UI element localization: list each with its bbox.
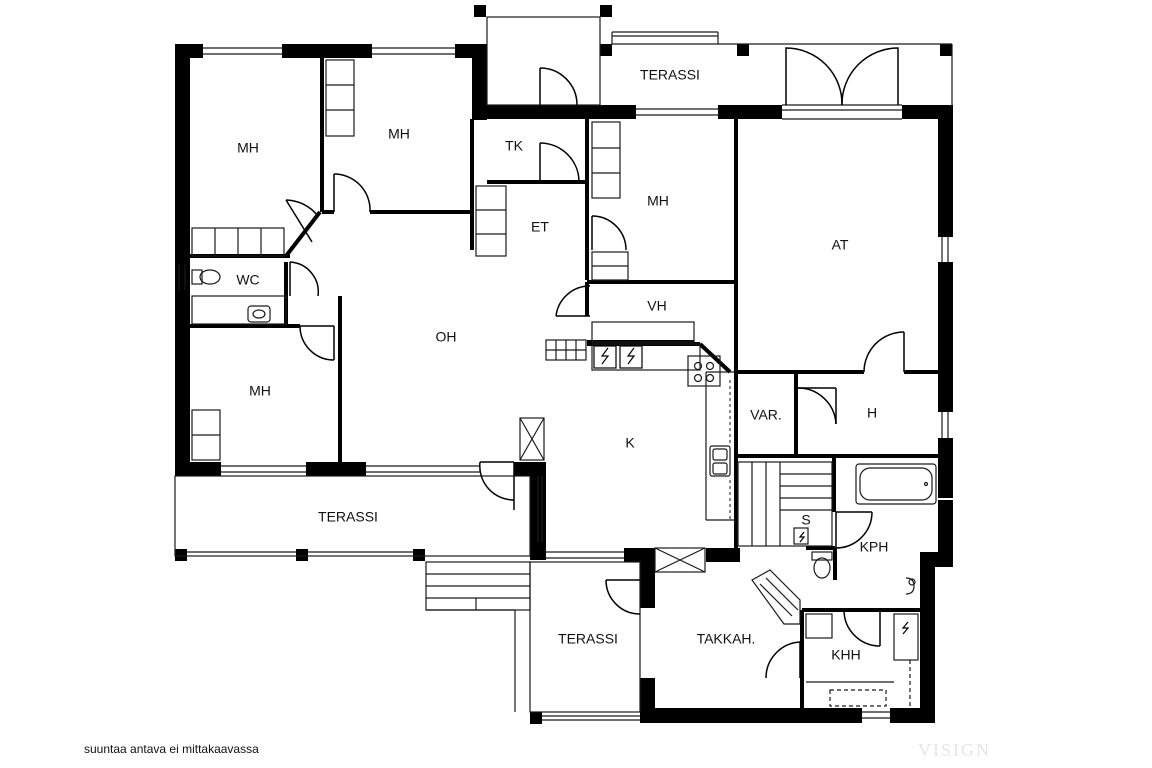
room-label-var: VAR. (750, 407, 782, 423)
electric-symbols (593, 345, 910, 635)
watermark-logo: VISIGN (918, 740, 991, 760)
thin-lines (174, 16, 953, 721)
room-label-terassi-bottom: TERASSI (558, 631, 618, 647)
room-label-h: H (867, 405, 877, 421)
room-label-mh-2: MH (388, 126, 410, 142)
room-label-tk: TK (505, 138, 524, 154)
terrace-posts (175, 5, 952, 724)
room-label-khh: KHH (831, 647, 861, 663)
exterior-walls (175, 44, 953, 723)
room-label-k: K (625, 435, 635, 451)
room-label-et: ET (531, 219, 549, 235)
doors (285, 47, 905, 679)
interior-walls (190, 58, 938, 708)
room-label-terassi-left: TERASSI (318, 509, 378, 525)
room-label-kph: KPH (860, 539, 889, 555)
room-label-oh: OH (436, 329, 457, 345)
room-label-mh-4: MH (249, 383, 271, 399)
room-label-s: S (801, 512, 810, 528)
room-label-at: AT (832, 237, 849, 253)
room-label-vh: VH (647, 298, 666, 314)
room-label-mh-1: MH (237, 140, 259, 156)
disclaimer-text: suuntaa antava ei mittakaavassa (84, 742, 259, 756)
room-label-takkah: TAKKAH. (697, 631, 756, 647)
room-label-terassi-top: TERASSI (640, 67, 700, 83)
room-label-wc: WC (236, 272, 259, 288)
room-label-mh-3: MH (647, 193, 669, 209)
dashed-fixtures (705, 372, 731, 520)
